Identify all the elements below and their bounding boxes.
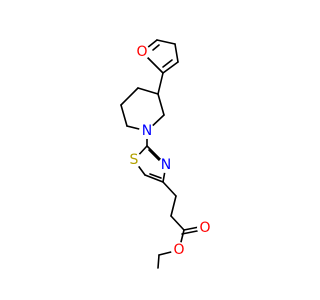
thiazole-sulfur-label: S	[130, 152, 139, 168]
bond	[152, 44, 160, 51]
bond	[157, 93, 165, 116]
piperidine-nitrogen-atom: N	[139, 123, 155, 139]
thiazole-nitrogen-atom: N	[158, 157, 174, 173]
bond	[157, 254, 160, 269]
carbonyl-oxygen-atom: O	[197, 220, 213, 236]
ester-oxygen-atom: O	[171, 242, 187, 258]
bond	[170, 215, 185, 231]
ester-oxygen-label: O	[173, 242, 184, 258]
bond	[157, 72, 164, 95]
bond-layer	[120, 39, 205, 269]
furan-oxygen-atom: O	[134, 44, 150, 60]
furan-oxygen-label: O	[136, 44, 147, 60]
bond	[162, 181, 177, 197]
bond	[162, 61, 179, 74]
carbonyl-oxygen-label: O	[199, 220, 210, 236]
bond	[137, 87, 159, 95]
bond	[149, 173, 162, 179]
bond	[144, 174, 164, 183]
molecule-structure: O N S N O O	[120, 39, 213, 269]
thiazole-sulfur-atom: S	[126, 152, 142, 168]
atom-layer: O N S N O O	[126, 44, 213, 258]
bond	[174, 43, 179, 63]
bond	[156, 39, 176, 45]
bond	[120, 104, 128, 127]
piperidine-nitrogen-label: N	[142, 123, 152, 139]
thiazole-nitrogen-label: N	[161, 157, 171, 173]
bond	[120, 87, 139, 106]
bond	[170, 195, 177, 217]
bond	[162, 59, 173, 68]
